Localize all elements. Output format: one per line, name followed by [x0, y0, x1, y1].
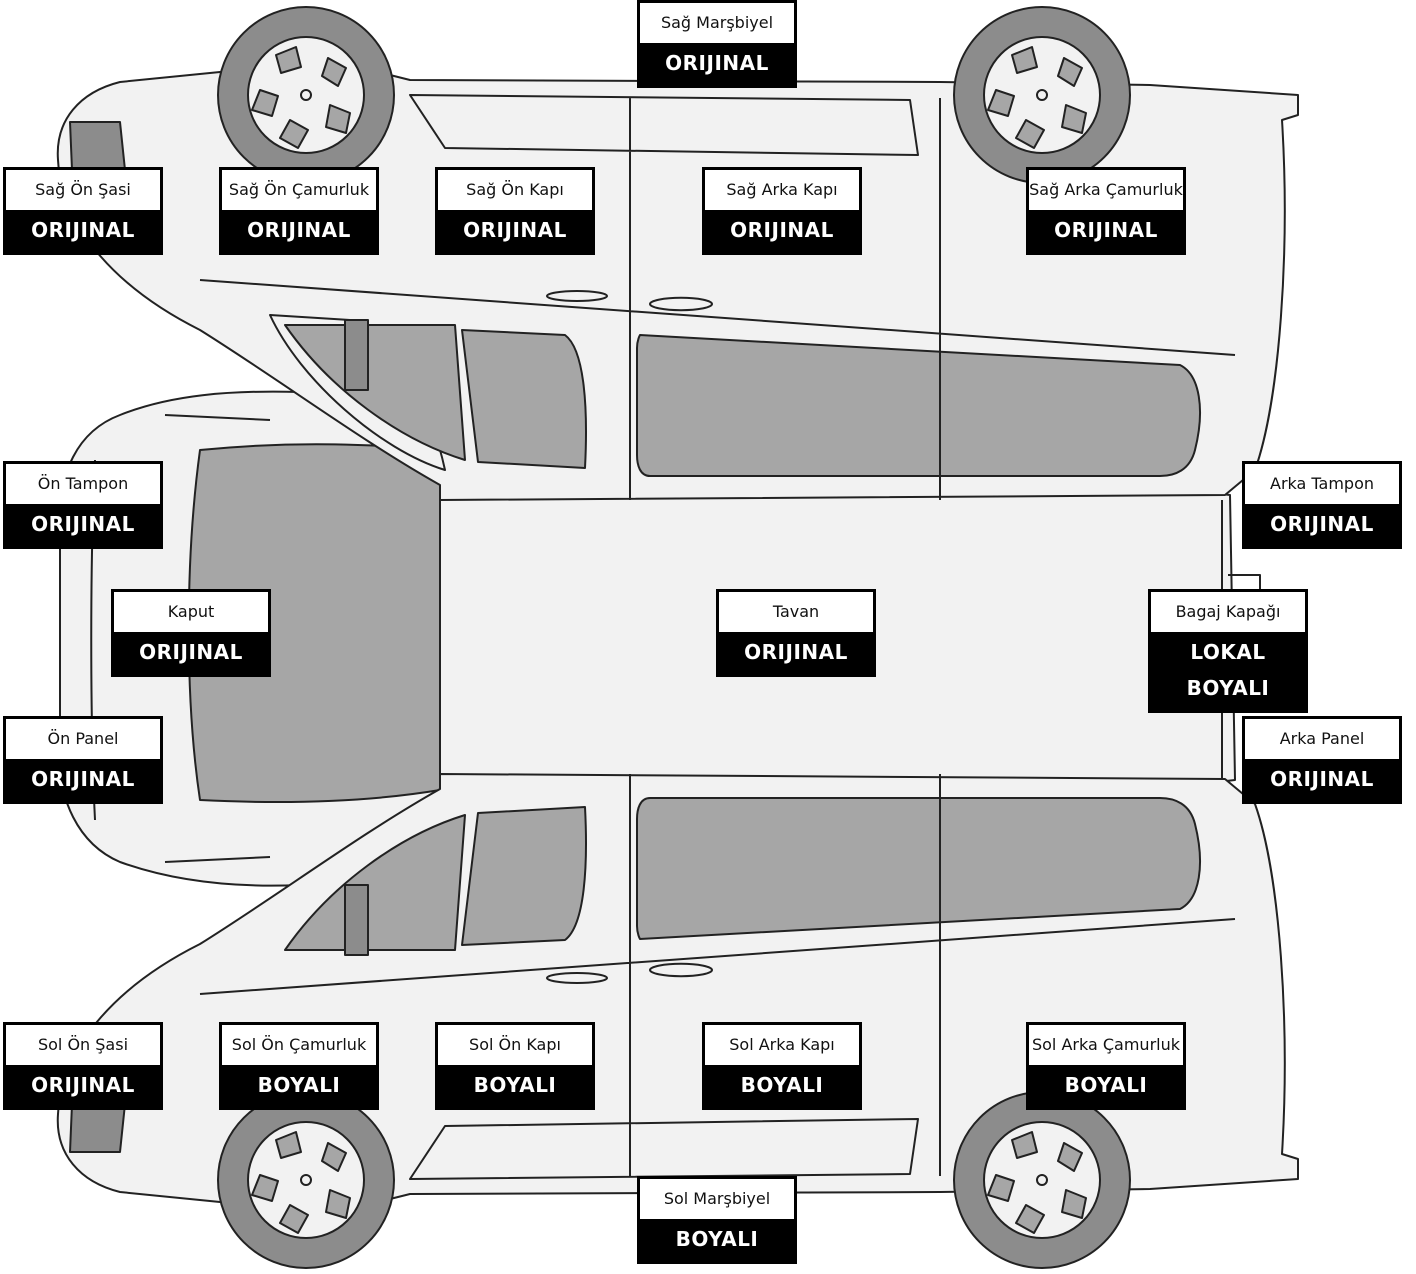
- part-status: ORIJINAL: [247, 218, 351, 242]
- part-status: BOYALI: [257, 1073, 341, 1097]
- part-arka-panel[interactable]: Arka Panel ORIJINAL: [1242, 716, 1402, 804]
- part-status: ORIJINAL: [744, 640, 848, 664]
- part-status: ORIJINAL: [31, 512, 135, 536]
- part-name: Kaput: [114, 592, 268, 632]
- part-status: ORIJINAL: [1270, 767, 1374, 791]
- part-status: ORIJINAL: [463, 218, 567, 242]
- part-name: Sol Ön Çamurluk: [222, 1025, 376, 1065]
- part-sag-arka-kapi[interactable]: Sağ Arka Kapı ORIJINAL: [702, 167, 862, 255]
- part-name: Sağ Arka Çamurluk: [1029, 170, 1183, 210]
- part-status: ORIJINAL: [1270, 512, 1374, 536]
- part-name: Sol Arka Çamurluk: [1029, 1025, 1183, 1065]
- part-bagaj-kapagi[interactable]: Bagaj Kapağı LOKAL BOYALI: [1148, 589, 1308, 713]
- part-name: Sağ Ön Çamurluk: [222, 170, 376, 210]
- part-name: Ön Panel: [6, 719, 160, 759]
- part-status: LOKAL BOYALI: [1186, 640, 1270, 700]
- part-on-tampon[interactable]: Ön Tampon ORIJINAL: [3, 461, 163, 549]
- part-name: Sol Arka Kapı: [705, 1025, 859, 1065]
- part-arka-tampon[interactable]: Arka Tampon ORIJINAL: [1242, 461, 1402, 549]
- part-name: Arka Panel: [1245, 719, 1399, 759]
- part-status: ORIJINAL: [31, 218, 135, 242]
- part-name: Sol Ön Kapı: [438, 1025, 592, 1065]
- part-sag-on-sasi[interactable]: Sağ Ön Şasi ORIJINAL: [3, 167, 163, 255]
- part-sol-arka-camurluk[interactable]: Sol Arka Çamurluk BOYALI: [1026, 1022, 1186, 1110]
- part-status: ORIJINAL: [1054, 218, 1158, 242]
- part-name: Sol Ön Şasi: [6, 1025, 160, 1065]
- part-status: ORIJINAL: [31, 767, 135, 791]
- part-kaput[interactable]: Kaput ORIJINAL: [111, 589, 271, 677]
- part-sag-on-kapi[interactable]: Sağ Ön Kapı ORIJINAL: [435, 167, 595, 255]
- part-status: ORIJINAL: [665, 51, 769, 75]
- part-name: Sağ Ön Şasi: [6, 170, 160, 210]
- part-name: Sağ Ön Kapı: [438, 170, 592, 210]
- wheels: [217, 6, 1131, 1269]
- part-status: BOYALI: [740, 1073, 824, 1097]
- part-status: BOYALI: [1064, 1073, 1148, 1097]
- part-name: Ön Tampon: [6, 464, 160, 504]
- part-status: ORIJINAL: [139, 640, 243, 664]
- part-name: Sol Marşbiyel: [640, 1179, 794, 1219]
- part-status: ORIJINAL: [730, 218, 834, 242]
- part-sol-arka-kapi[interactable]: Sol Arka Kapı BOYALI: [702, 1022, 862, 1110]
- part-sol-on-camurluk[interactable]: Sol Ön Çamurluk BOYALI: [219, 1022, 379, 1110]
- part-name: Arka Tampon: [1245, 464, 1399, 504]
- part-sag-on-camurluk[interactable]: Sağ Ön Çamurluk ORIJINAL: [219, 167, 379, 255]
- part-name: Sağ Marşbiyel: [640, 3, 794, 43]
- part-sag-arka-camurluk[interactable]: Sağ Arka Çamurluk ORIJINAL: [1026, 167, 1186, 255]
- part-name: Bagaj Kapağı: [1151, 592, 1305, 632]
- part-sol-on-sasi[interactable]: Sol Ön Şasi ORIJINAL: [3, 1022, 163, 1110]
- part-sol-on-kapi[interactable]: Sol Ön Kapı BOYALI: [435, 1022, 595, 1110]
- part-on-panel[interactable]: Ön Panel ORIJINAL: [3, 716, 163, 804]
- part-status: BOYALI: [473, 1073, 557, 1097]
- part-name: Sağ Arka Kapı: [705, 170, 859, 210]
- part-status: ORIJINAL: [31, 1073, 135, 1097]
- part-status: BOYALI: [675, 1227, 759, 1251]
- part-sol-marsbiyel[interactable]: Sol Marşbiyel BOYALI: [637, 1176, 797, 1264]
- part-tavan[interactable]: Tavan ORIJINAL: [716, 589, 876, 677]
- part-sag-marsbiyel[interactable]: Sağ Marşbiyel ORIJINAL: [637, 0, 797, 88]
- part-name: Tavan: [719, 592, 873, 632]
